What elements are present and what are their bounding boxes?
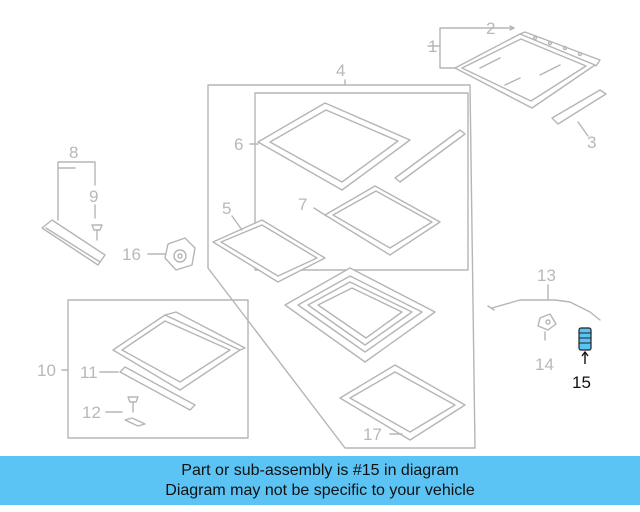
- parts-diagram: 1 2 3 4 5 6 7 8 9 10 11 12 13 14 15 16 1…: [37, 19, 607, 449]
- part-10-shade-assembly: [112, 311, 246, 391]
- part-12-bolt: [127, 396, 139, 413]
- callout-1-2-leader: [427, 27, 515, 69]
- callout-3-leader: [577, 121, 589, 137]
- callout-6: 6: [234, 135, 243, 154]
- part-8-rail: [41, 219, 106, 266]
- part-1-glass-panel: [454, 33, 596, 109]
- part-10-box: [67, 299, 249, 439]
- part-4-frame-outline: [207, 84, 476, 449]
- part-15-grommet: [578, 327, 592, 364]
- callout-14: 14: [535, 355, 554, 374]
- callout-10: 10: [37, 361, 56, 380]
- part-6-sunroof-glass: [257, 102, 411, 191]
- part-5-panel: [212, 219, 326, 283]
- part-7-shade-panel: [324, 185, 441, 256]
- callout-2: 2: [486, 19, 495, 38]
- callout-5: 5: [222, 199, 231, 218]
- callout-1: 1: [428, 37, 437, 56]
- part-13-drain-hose: [491, 299, 601, 321]
- caption-line-2: Diagram may not be specific to your vehi…: [165, 481, 475, 499]
- caption-line-1: Part or sub-assembly is #15 in diagram: [181, 461, 459, 479]
- callout-17: 17: [363, 425, 382, 444]
- callout-12: 12: [82, 403, 101, 422]
- part-2-seal-strip: [519, 31, 601, 67]
- part-frame-assembly: [284, 267, 436, 363]
- callout-8: 8: [69, 143, 78, 162]
- part-11-rail: [119, 366, 196, 411]
- caption-banner: Part or sub-assembly is #15 in diagram D…: [0, 456, 640, 505]
- callout-3: 3: [587, 133, 596, 152]
- callout-13: 13: [537, 266, 556, 285]
- part-16-motor: [164, 237, 196, 271]
- part-9-screw: [91, 224, 103, 241]
- part-12-clip: [124, 417, 146, 427]
- callout-16: 16: [122, 245, 141, 264]
- part-14-clip: [537, 313, 557, 331]
- callout-15: 15: [572, 373, 591, 392]
- callout-8-leader: [57, 161, 96, 221]
- part-strip: [394, 129, 466, 183]
- callout-4: 4: [336, 61, 345, 80]
- part-4-inner-box: [254, 92, 469, 271]
- part-3-deflector-strip: [551, 89, 607, 125]
- callout-9: 9: [89, 187, 98, 206]
- callout-7: 7: [298, 195, 307, 214]
- callout-11: 11: [80, 363, 98, 382]
- part-17-frame: [339, 364, 466, 441]
